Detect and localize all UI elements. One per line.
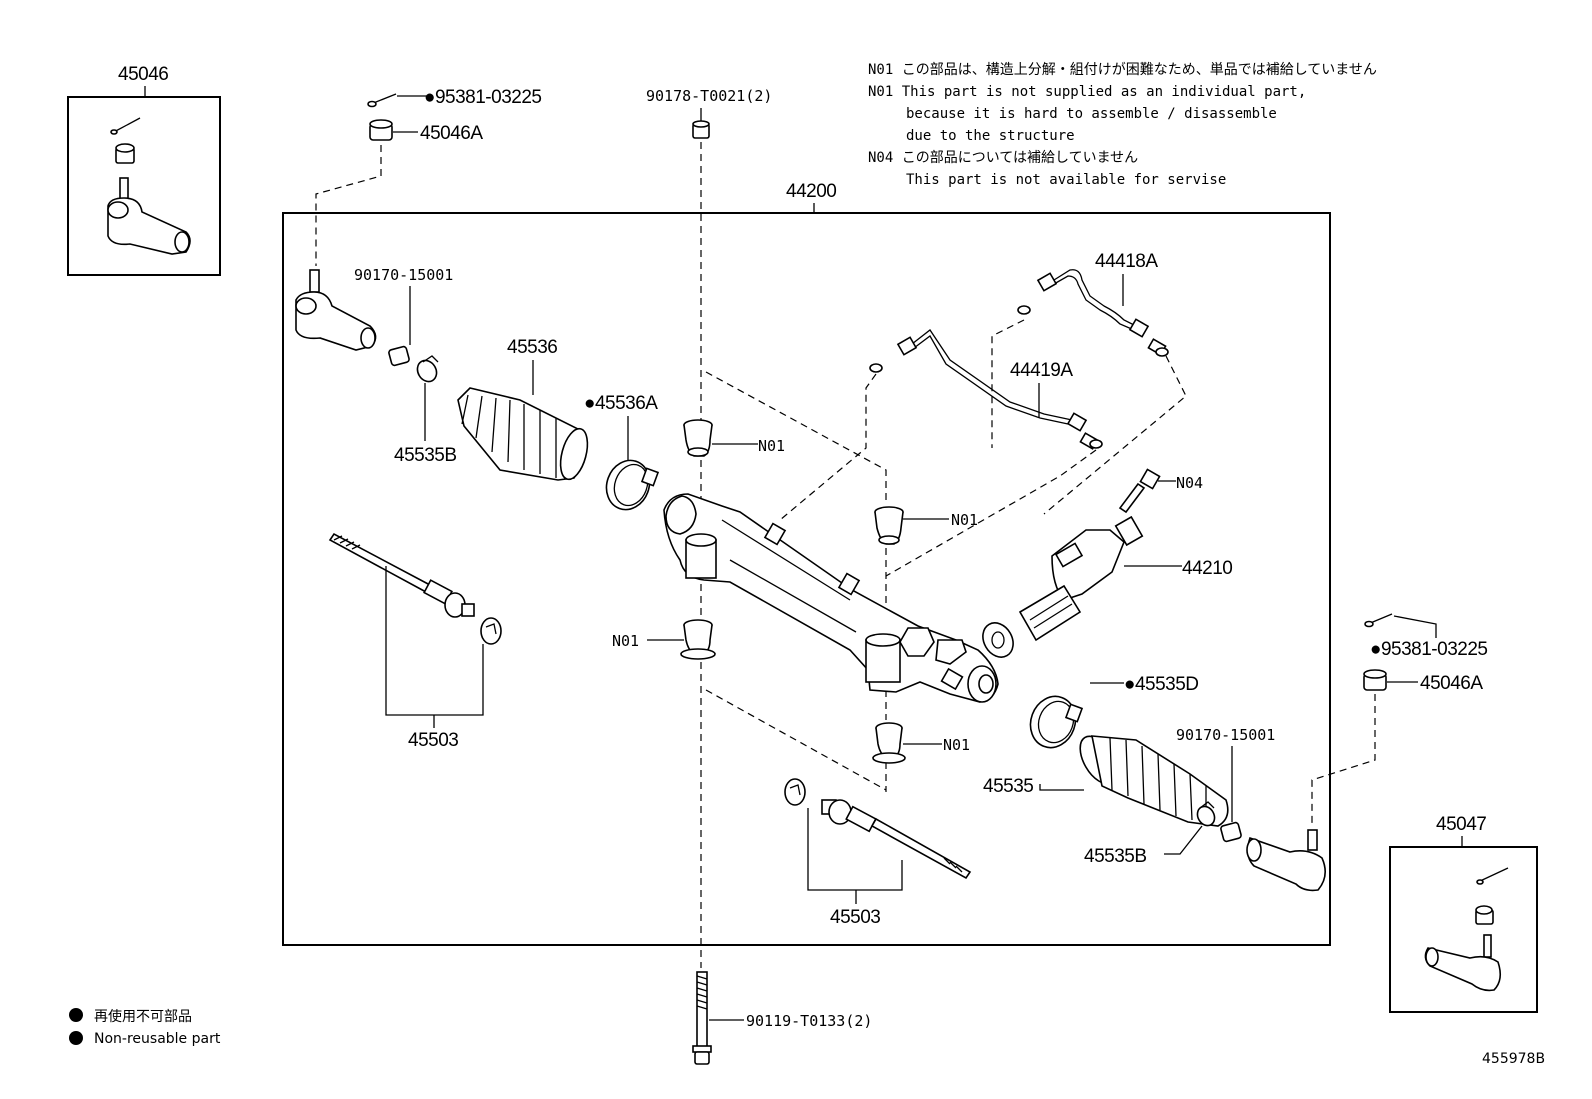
note-n01-jp: N01 この部品は、構造上分解・組付けが困難なため、単品では補給していません <box>868 62 1377 78</box>
leader <box>1039 784 1084 791</box>
label-45535B-right: 45535B <box>1084 846 1147 867</box>
inner-tie-rod-left-icon <box>328 532 475 618</box>
projection-line <box>779 373 877 521</box>
legend: 再使用不可部品 Non-reusable part <box>69 1008 221 1047</box>
bracket <box>807 808 903 891</box>
label-95381-right: ●95381-03225 <box>1370 639 1487 660</box>
lock-washer-icon <box>784 778 806 806</box>
bushing-icon <box>683 419 713 457</box>
label-90178: 90178-T0021(2) <box>646 87 772 105</box>
part-45046A-right: 45046A <box>1363 669 1484 694</box>
label-45503-left: 45503 <box>408 730 458 751</box>
filled-dot-icon <box>69 1031 83 1045</box>
seal-ring-icon <box>1017 305 1169 357</box>
nut-icon <box>1220 821 1242 843</box>
inset-frame-45047 <box>1389 846 1538 1013</box>
part-95381-left: ●95381-03225 <box>367 87 542 108</box>
label-n01-c: N01 <box>612 632 639 650</box>
part-95381-right: ●95381-03225 <box>1364 613 1488 660</box>
assembly-frame <box>282 212 1331 946</box>
label-45536: 45536 <box>507 337 557 358</box>
tie-rod-end-icon <box>107 177 191 255</box>
label-45535B-left: 45535B <box>394 445 457 466</box>
leader-dash <box>315 145 382 266</box>
control-valve-44210-icon <box>1018 515 1144 642</box>
legend-en: Non-reusable part <box>94 1031 221 1047</box>
tie-rod-end-right-icon <box>1246 829 1326 892</box>
bushing-icon <box>680 619 716 660</box>
label-44419A: 44419A <box>1010 360 1073 381</box>
label-45046: 45046 <box>118 64 168 85</box>
clamp-45536A-icon <box>605 459 660 511</box>
tie-rod-end-icon <box>1424 934 1502 992</box>
assembly-44200: 44200 <box>282 181 1331 946</box>
cotter-pin-icon <box>1476 867 1509 885</box>
legend-jp: 再使用不可部品 <box>94 1008 192 1025</box>
inner-tie-rod-right-icon <box>821 799 972 880</box>
boot-45535-icon <box>1079 735 1229 827</box>
label-45047: 45047 <box>1436 814 1486 835</box>
nut-icon <box>388 345 410 367</box>
pipe-44419A-icon <box>896 329 1099 450</box>
projection-line <box>991 319 1025 448</box>
inset-frame-45046 <box>67 96 221 276</box>
nut-icon <box>1475 905 1494 925</box>
label-44200: 44200 <box>786 181 836 202</box>
clamp-icon <box>1196 801 1216 827</box>
projection-line <box>1043 355 1187 515</box>
tie-rod-end-left-icon <box>295 269 377 351</box>
label-n04: N04 <box>1176 474 1203 492</box>
leader-dash <box>1311 694 1376 826</box>
note-n04-en: This part is not available for servise <box>906 172 1226 188</box>
note-n01-en-2: because it is hard to assemble / disasse… <box>906 106 1277 122</box>
diagram-id: 455978B <box>1482 1051 1545 1067</box>
label-44210: 44210 <box>1182 558 1232 579</box>
clamp-icon <box>416 355 439 383</box>
bolt-90119-icon <box>692 971 712 1065</box>
label-45535: 45535 <box>983 776 1033 797</box>
label-90170-right: 90170-15001 <box>1176 726 1275 744</box>
label-90170-left: 90170-15001 <box>354 266 453 284</box>
bolt-n04-icon <box>1118 468 1161 514</box>
inset-45047: 45047 <box>1389 814 1538 1013</box>
projection-line <box>885 449 1097 577</box>
note-n01-en-1: N01 This part is not supplied as an indi… <box>868 84 1306 100</box>
label-44418A: 44418A <box>1095 251 1158 272</box>
projection-line <box>705 371 887 505</box>
lock-washer-icon <box>480 617 502 645</box>
bushing-icon <box>874 506 904 545</box>
label-90119: 90119-T0133(2) <box>746 1012 872 1030</box>
boot-45536-icon <box>457 387 589 481</box>
note-n04-jp: N04 この部品については補給していません <box>868 150 1138 166</box>
inset-45046: 45046 <box>67 64 221 276</box>
label-n01-d: N01 <box>943 736 970 754</box>
rack-housing-icon <box>663 493 999 703</box>
label-45503-right: 45503 <box>830 907 880 928</box>
cotter-pin-icon <box>110 117 141 135</box>
clamp-45535D-icon <box>1029 695 1084 749</box>
label-45046A-left: 45046A <box>420 123 483 144</box>
label-95381-left: ●95381-03225 <box>424 87 541 108</box>
leader <box>1164 825 1203 855</box>
projection-line <box>705 689 887 791</box>
nut-icon <box>692 120 710 139</box>
label-45046A-right: 45046A <box>1420 673 1483 694</box>
seal-ring-icon <box>869 363 1103 449</box>
label-45536A: ●45536A <box>584 393 658 414</box>
label-n01-b: N01 <box>951 511 978 529</box>
notes-block: N01 この部品は、構造上分解・組付けが困難なため、単品では補給していません N… <box>868 62 1377 188</box>
part-45046A-left: 45046A <box>369 119 484 144</box>
gasket-icon <box>982 622 1014 658</box>
filled-dot-icon <box>69 1008 83 1022</box>
nut-icon <box>115 143 135 164</box>
pipe-44418A-icon <box>1036 269 1167 356</box>
bushing-icon <box>872 722 906 764</box>
note-n01-en-3: due to the structure <box>906 128 1075 144</box>
label-n01-a: N01 <box>758 437 785 455</box>
label-45535D: ●45535D <box>1124 674 1199 695</box>
